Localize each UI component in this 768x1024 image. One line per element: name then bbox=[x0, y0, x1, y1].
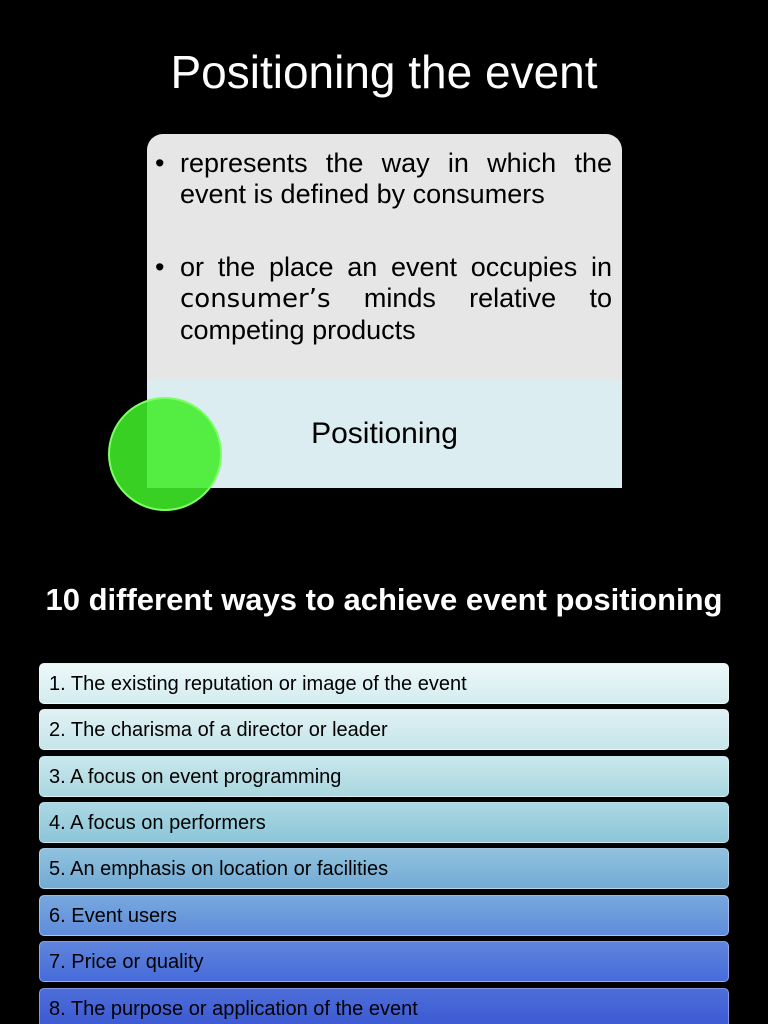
definition-text-area: • represents the way in which the event … bbox=[147, 134, 622, 380]
positioning-label-band bbox=[147, 380, 622, 488]
bullet-text-emphasis: consumer’s bbox=[180, 284, 331, 314]
ways-list-item: 3. A focus on event programming bbox=[39, 756, 729, 797]
ways-list-item: 4. A focus on performers bbox=[39, 802, 729, 843]
ways-list-item: 7. Price or quality bbox=[39, 941, 729, 982]
definition-bullet: • represents the way in which the event … bbox=[155, 148, 612, 210]
ways-list-item: 6. Event users bbox=[39, 895, 729, 936]
bullet-marker: • bbox=[155, 252, 165, 282]
positioning-label: Positioning bbox=[311, 417, 458, 450]
definition-bullet-text: represents the way in which the event is… bbox=[180, 148, 612, 209]
definition-bullet-text: or the place an event occupies in consum… bbox=[180, 252, 612, 346]
ways-subheading: 10 different ways to achieve event posit… bbox=[45, 582, 723, 617]
definition-box: • represents the way in which the event … bbox=[147, 134, 622, 488]
bullet-text-pre: or the place an event occupies in bbox=[180, 252, 612, 282]
green-circle-shape bbox=[108, 397, 222, 511]
ways-list-item: 2. The charisma of a director or leader bbox=[39, 709, 729, 750]
definition-bullet: • or the place an event occupies in cons… bbox=[155, 252, 612, 346]
ways-list-item: 5. An emphasis on location or facilities bbox=[39, 848, 729, 889]
ways-list-item: 1. The existing reputation or image of t… bbox=[39, 663, 729, 704]
slide-title: Positioning the event bbox=[170, 46, 598, 98]
ways-list-item: 8. The purpose or application of the eve… bbox=[39, 988, 729, 1024]
bullet-text-post: minds relative to competing products bbox=[180, 283, 612, 345]
bullet-marker: • bbox=[155, 148, 165, 178]
